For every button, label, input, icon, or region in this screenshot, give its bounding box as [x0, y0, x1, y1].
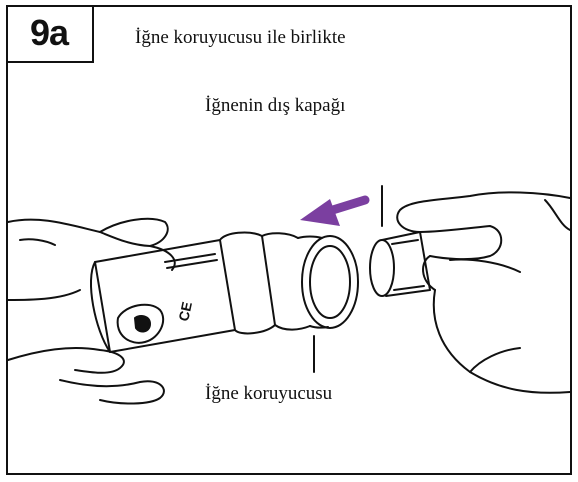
left-hand-illustration: [8, 219, 175, 404]
direction-arrow-icon: [300, 199, 365, 226]
outer-cap-illustration: [370, 232, 430, 296]
needle-guard-illustration: [298, 236, 358, 328]
right-hand-illustration: [397, 192, 570, 392]
ce-mark: CE: [175, 300, 195, 322]
pen-body-illustration: [91, 233, 310, 352]
